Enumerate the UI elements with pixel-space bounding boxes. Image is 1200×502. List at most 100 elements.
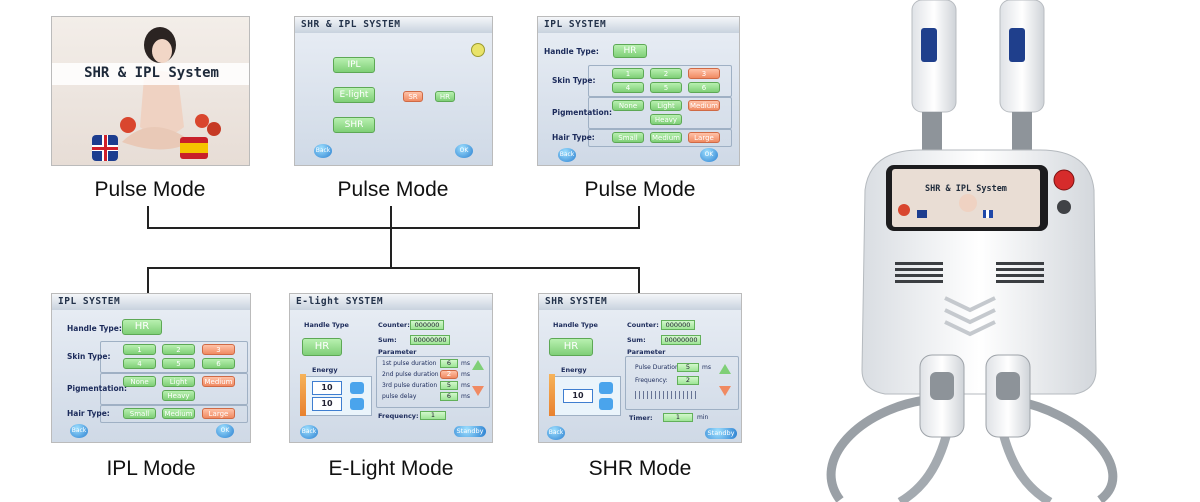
splash-title: SHR & IPL System (84, 65, 219, 81)
skin-type-6[interactable]: 6 (688, 82, 720, 93)
param-up-arrow-icon[interactable] (472, 360, 484, 370)
param-2-label: 2nd pulse duration (382, 371, 439, 378)
back-button[interactable]: Back (547, 426, 565, 440)
sub-sr-button[interactable]: SR (403, 91, 423, 102)
hair-medium[interactable]: Medium (650, 132, 682, 143)
energy-down-icon[interactable] (599, 398, 613, 410)
skin-type-4[interactable]: 4 (612, 82, 644, 93)
shr-button[interactable]: SHR (333, 117, 375, 133)
back-button[interactable]: Back (70, 424, 88, 438)
param-3-value[interactable]: 5 (440, 381, 458, 390)
skin-type-2[interactable]: 2 (650, 68, 682, 79)
settings-icon[interactable] (471, 43, 485, 57)
ok-button[interactable]: OK (455, 144, 473, 158)
uk-flag-button[interactable] (92, 135, 118, 161)
connector-top-mid (390, 206, 392, 268)
counter-label: Counter: (627, 321, 659, 329)
menu-screen: SHR & IPL SYSTEM IPL E-light SHR SR HR B… (294, 16, 493, 166)
skin-type-3[interactable]: 3 (688, 68, 720, 79)
standby-button[interactable]: Standby (454, 426, 486, 437)
skin-type-2[interactable]: 2 (162, 344, 195, 355)
energy-up-icon[interactable] (599, 382, 613, 394)
skin-type-5[interactable]: 5 (650, 82, 682, 93)
hair-small[interactable]: Small (123, 408, 156, 419)
param-1-value[interactable]: 6 (440, 359, 458, 368)
handle-value-button[interactable]: HR (122, 319, 162, 335)
sum-value: 00000000 (661, 335, 701, 345)
back-button[interactable]: Back (300, 425, 318, 439)
param-4-unit: ms (461, 393, 470, 400)
elight-button[interactable]: E-light (333, 87, 375, 103)
energy-up-icon[interactable] (350, 382, 364, 394)
pigmentation-heavy[interactable]: Heavy (162, 390, 195, 401)
pigmentation-light[interactable]: Light (162, 376, 195, 387)
pulse-duration-value[interactable]: 5 (677, 363, 699, 372)
hair-medium[interactable]: Medium (162, 408, 195, 419)
back-button[interactable]: Back (314, 144, 332, 158)
parameter-group (625, 356, 739, 410)
pigmentation-label: Pigmentation: (552, 108, 612, 117)
param-2-value[interactable]: 2 (440, 370, 458, 379)
skin-type-1[interactable]: 1 (612, 68, 644, 79)
energy-value: 10 (563, 389, 593, 403)
counter-label: Counter: (378, 321, 410, 329)
hair-type-label: Hair Type: (67, 409, 110, 418)
spain-flag-button[interactable] (180, 137, 208, 159)
skin-type-5[interactable]: 5 (162, 358, 195, 369)
pigmentation-group (100, 373, 248, 405)
sub-hr-button[interactable]: HR (435, 91, 455, 102)
elight-screen: E-light SYSTEM Handle Type HR Counter: 0… (289, 293, 493, 443)
caption-pulse-mode-2: Pulse Mode (337, 178, 449, 201)
ipl-header: IPL SYSTEM (538, 17, 739, 33)
param-down-arrow-icon[interactable] (719, 386, 731, 396)
hair-large[interactable]: Large (688, 132, 720, 143)
pigmentation-none[interactable]: None (612, 100, 644, 111)
pigmentation-group (588, 97, 732, 129)
pigmentation-none[interactable]: None (123, 376, 156, 387)
ok-button[interactable]: OK (700, 148, 718, 162)
back-button[interactable]: Back (558, 148, 576, 162)
timer-value[interactable]: 1 (663, 413, 693, 422)
param-4-value[interactable]: 6 (440, 392, 458, 401)
pigmentation-heavy[interactable]: Heavy (650, 114, 682, 125)
skin-type-group (588, 65, 732, 97)
hair-large[interactable]: Large (202, 408, 235, 419)
timer-unit: min (697, 414, 709, 421)
frequency-value[interactable]: 1 (420, 411, 446, 420)
caption-shr-mode: SHR Mode (588, 457, 692, 480)
frequency-value[interactable]: 2 (677, 376, 699, 385)
param-3-unit: ms (461, 382, 470, 389)
skin-type-1[interactable]: 1 (123, 344, 156, 355)
handle-type-label: Handle Type (304, 321, 349, 329)
parameter-label: Parameter (378, 348, 417, 356)
connector-top-right (638, 206, 640, 228)
handle-value-button[interactable]: HR (613, 44, 647, 58)
energy-down-icon[interactable] (350, 398, 364, 410)
pigmentation-medium[interactable]: Medium (688, 100, 720, 111)
skin-type-4[interactable]: 4 (123, 358, 156, 369)
handle-value-button[interactable]: HR (549, 338, 593, 356)
standby-button[interactable]: Standby (705, 428, 737, 439)
ipl-settings-screen-bottom: IPL SYSTEM Handle Type: HR Skin Type: 1 … (51, 293, 251, 443)
handle-value-button[interactable]: HR (302, 338, 342, 356)
param-2-unit: ms (461, 371, 470, 378)
sum-value: 00000000 (410, 335, 450, 345)
caption-pulse-mode-1: Pulse Mode (94, 178, 206, 201)
parameter-label: Parameter (627, 348, 666, 356)
ok-button[interactable]: OK (216, 424, 234, 438)
param-up-arrow-icon[interactable] (719, 364, 731, 374)
energy-level-bar (300, 374, 306, 416)
frequency-label: Frequency: (378, 412, 419, 420)
connector-bottom-right (638, 267, 640, 293)
skin-type-3[interactable]: 3 (202, 344, 235, 355)
pigmentation-light[interactable]: Light (650, 100, 682, 111)
energy-value-a: 10 (312, 381, 342, 395)
skin-type-6[interactable]: 6 (202, 358, 235, 369)
energy-value-b: 10 (312, 397, 342, 411)
splash-title-bar (52, 63, 249, 85)
ipl-button[interactable]: IPL (333, 57, 375, 73)
hair-small[interactable]: Small (612, 132, 644, 143)
handle-type-label: Handle Type: (67, 324, 122, 333)
pigmentation-medium[interactable]: Medium (202, 376, 235, 387)
param-down-arrow-icon[interactable] (472, 386, 484, 396)
